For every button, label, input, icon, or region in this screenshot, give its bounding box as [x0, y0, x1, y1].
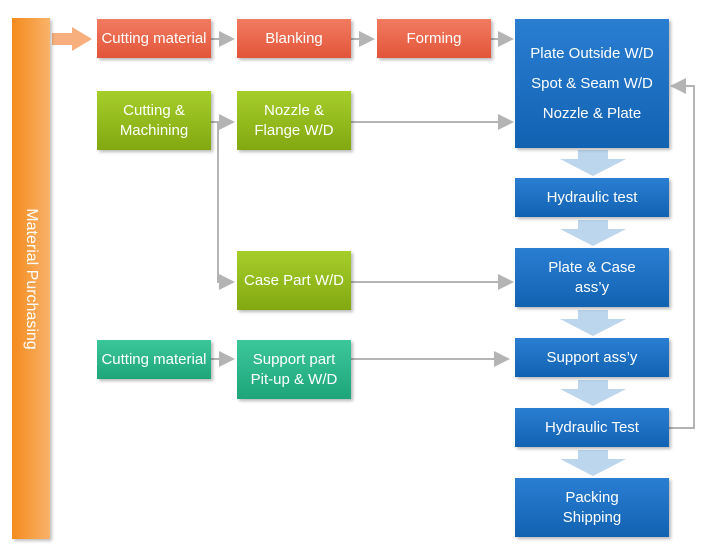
forming-label: Forming	[406, 29, 462, 47]
support-part-line: Support part	[252, 350, 336, 368]
flow-arrow-5	[560, 450, 626, 476]
welding-line: Nozzle & Plate	[542, 104, 642, 122]
welding-line: Spot & Seam W/D	[531, 74, 653, 92]
cutting-machining-line: Cutting &	[123, 101, 185, 119]
cutting-machining-line: Machining	[119, 121, 189, 139]
case-part-box: Case Part W/D	[237, 251, 351, 310]
nozzle-flange-box: Nozzle & Flange W/D	[237, 91, 351, 150]
case-part-label: Case Part W/D	[243, 271, 345, 289]
flow-arrow-4	[560, 380, 626, 406]
support-part-line: Pit-up & W/D	[250, 370, 338, 388]
connector-retest-loop	[669, 78, 695, 429]
cutting-material-box: Cutting material	[97, 19, 211, 58]
cutting-material-2-label: Cutting material	[101, 350, 207, 368]
cutting-machining-box: Cutting & Machining	[97, 91, 211, 150]
welding-line: Plate Outside W/D	[530, 44, 654, 62]
welding-box: Plate Outside W/D Spot & Seam W/D Nozzle…	[515, 19, 669, 148]
cutting-material-2-box: Cutting material	[97, 340, 211, 379]
hydraulic-test-1-label: Hydraulic test	[546, 188, 638, 206]
nozzle-flange-line: Nozzle &	[263, 101, 325, 119]
connector-machining-to-case	[217, 122, 235, 290]
packing-shipping-line: Packing	[565, 488, 619, 506]
support-assy-box: Support ass’y	[515, 338, 669, 377]
sidebar-entry-arrow	[52, 27, 92, 51]
plate-case-assy-box: Plate & Case ass’y	[515, 248, 669, 307]
flow-arrow-3	[560, 310, 626, 336]
packing-shipping-line: Shipping	[562, 508, 622, 526]
material-purchasing-bar: Material Purchasing	[12, 18, 50, 539]
support-assy-label: Support ass’y	[546, 348, 638, 366]
hydraulic-test-2-box: Hydraulic Test	[515, 408, 669, 447]
hydraulic-test-1-box: Hydraulic test	[515, 178, 669, 217]
plate-case-line: Plate & Case	[548, 258, 636, 276]
material-purchasing-label: Material Purchasing	[23, 207, 40, 350]
blanking-label: Blanking	[265, 29, 323, 47]
flow-arrow-2	[560, 220, 626, 246]
nozzle-flange-line: Flange W/D	[254, 121, 334, 139]
blanking-box: Blanking	[237, 19, 351, 58]
flow-arrow-1	[560, 150, 626, 176]
forming-box: Forming	[377, 19, 491, 58]
hydraulic-test-2-label: Hydraulic Test	[545, 418, 639, 436]
support-part-box: Support part Pit-up & W/D	[237, 340, 351, 399]
plate-case-line: ass’y	[574, 278, 610, 296]
packing-shipping-box: Packing Shipping	[515, 478, 669, 537]
cutting-material-label: Cutting material	[101, 29, 207, 47]
